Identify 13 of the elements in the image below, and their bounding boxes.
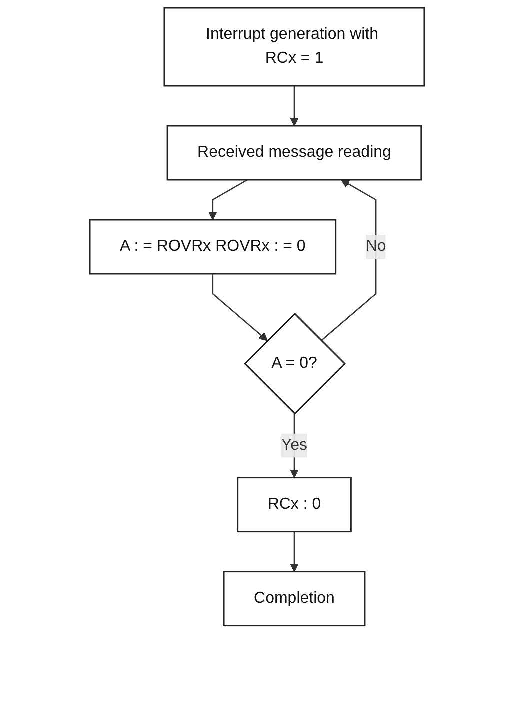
arrow: [212, 274, 268, 342]
edge-label: No: [366, 238, 387, 255]
node-box: A : = ROVRx ROVRx : = 0: [90, 219, 337, 275]
node-box: Interrupt generation with RCx = 1: [164, 7, 426, 87]
arrow: [321, 180, 377, 342]
node-diamond: A = 0?: [244, 312, 346, 415]
edge-label: Yes: [282, 436, 308, 454]
arrow: [290, 532, 300, 572]
node-box: RCx : 0: [237, 477, 352, 533]
node-box: Received message reading: [167, 125, 422, 181]
node-box: Completion: [224, 571, 366, 627]
arrow: [290, 86, 300, 126]
arrow: [208, 179, 248, 220]
